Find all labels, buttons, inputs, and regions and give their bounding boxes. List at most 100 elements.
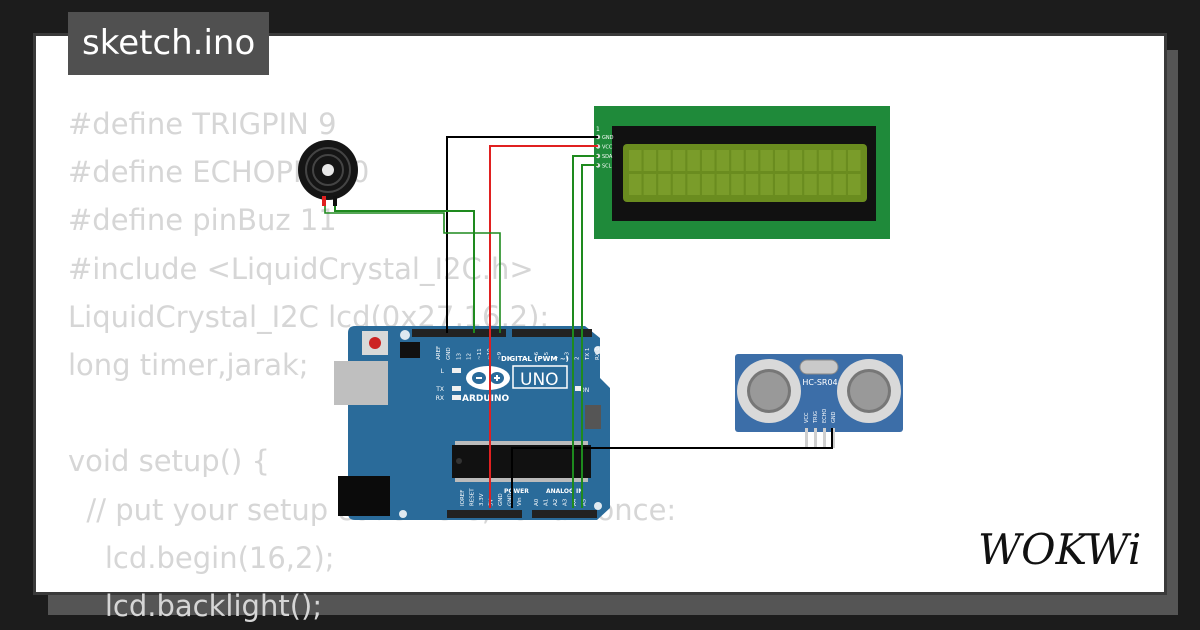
lcd-character-grid [629, 150, 861, 195]
digital-pin-label: 2 [575, 357, 581, 361]
code-line: lcd.begin(16,2); [68, 540, 335, 575]
power-pin-label: RESET [470, 488, 476, 506]
code-line: long timer,jarak; [68, 348, 309, 383]
digital-pin-label: ~6 [534, 351, 540, 360]
lcd-char-cell [672, 174, 686, 195]
buzzer[interactable] [298, 140, 358, 200]
power-pin-label: 3.3V [479, 493, 485, 506]
led-label: TX [435, 386, 444, 393]
sensor-pin-label-trig: TRIG [813, 411, 819, 424]
digital-pin-label: ~9 [497, 351, 503, 360]
sensor-model-label: HC-SR04 [802, 378, 837, 387]
lcd-char-cell [629, 150, 642, 171]
lcd-char-cell [658, 174, 671, 195]
digital-pin-label: 8 [507, 356, 513, 360]
lcd-char-cell [833, 174, 846, 195]
atmega-chip [452, 445, 591, 478]
board-brand-label: ARDUINO [462, 394, 510, 404]
code-line: #include <LiquidCrystal_I2C.h> [68, 251, 534, 286]
digital-header-label: DIGITAL (PWM ~) [501, 355, 569, 363]
lcd-char-cell [745, 174, 759, 195]
sensor-pin-label-echo: ECHO [822, 409, 828, 423]
lcd-char-cell [775, 174, 788, 195]
lcd-char-cell [760, 150, 773, 171]
analog-pin-label: A0 [534, 498, 540, 506]
lcd-char-cell [687, 174, 700, 195]
power-pin-label: GND [498, 493, 504, 506]
lcd-char-cell [716, 174, 730, 195]
lcd-pin-label-scl: SCL [602, 164, 612, 170]
sensor-pin[interactable] [805, 428, 808, 448]
analog-header [532, 510, 597, 518]
digital-pin-label: ~3 [564, 351, 570, 360]
lcd-char-cell [629, 174, 642, 195]
sensor-pin[interactable] [832, 428, 835, 448]
analog-pin-label: A5 [582, 498, 588, 506]
digital-pin-label: 7 [524, 356, 530, 360]
lcd-char-cell [716, 150, 730, 171]
sensor-crystal [799, 359, 839, 375]
analog-pin-label: A3 [563, 498, 569, 506]
power-pin-label: 5V [489, 499, 495, 506]
digital-pin-label: 13 [456, 353, 462, 360]
icsp-header-top [400, 342, 420, 358]
file-name-tab[interactable]: sketch.ino [68, 12, 270, 75]
arduino-logo-icon [466, 366, 510, 390]
led-label: RX [436, 395, 444, 402]
lcd-char-cell [848, 150, 861, 171]
analog-header-label: ANALOG IN [546, 488, 583, 495]
lcd-char-cell [789, 150, 803, 171]
power-pin-label: Vin [517, 497, 523, 506]
code-line: #define pinBuz 11 [68, 203, 337, 238]
lcd-pin1-marker: 1 [596, 126, 600, 133]
analog-pin-label: A2 [553, 499, 559, 506]
lcd-char-cell [702, 174, 715, 195]
wires [324, 136, 833, 508]
lcd-char-cell [818, 174, 832, 195]
wokwi-logo: WOKWi [978, 525, 1141, 574]
digital-pin-label: 12 [467, 353, 473, 360]
on-led-label: ON [580, 387, 589, 394]
digital-pin-label: ~11 [477, 348, 483, 360]
buzzer-pins [322, 196, 337, 206]
lcd-char-cell [760, 174, 773, 195]
sensor-pin[interactable] [823, 428, 826, 448]
lcd-char-cell [687, 150, 700, 171]
digital-pin-label: AREF [436, 346, 442, 360]
sensor-pin[interactable] [814, 428, 817, 448]
lcd-char-cell [745, 150, 759, 171]
lcd-char-cell [702, 150, 715, 171]
power-pin-label: GND [508, 493, 514, 506]
lcd-char-cell [833, 150, 846, 171]
analog-pin-label: A4 [572, 498, 578, 506]
sensor-pin-label-gnd: GND [831, 411, 837, 423]
lcd-char-cell [804, 174, 817, 195]
digital-pin-label: ~5 [544, 351, 550, 360]
digital-pin-label: RX 0 [595, 347, 601, 360]
lcd-pin-label-vcc: VCC [602, 145, 613, 151]
code-line: void setup() { [68, 444, 270, 479]
led-label: L [441, 368, 445, 375]
board-model-label: UNO [520, 370, 559, 390]
lcd-char-cell [731, 174, 744, 195]
wokwi-logo-text: WOKWi [978, 525, 1141, 574]
board-led-labels: L TX RX [435, 368, 444, 402]
digital-pin-label: 4 [554, 356, 560, 360]
code-line: #define TRIGPIN 9 [68, 107, 337, 141]
lcd-pin-label-sda: SDA [602, 154, 613, 160]
digital-header-left [412, 329, 506, 337]
code-line: lcd.backlight(); [68, 589, 323, 624]
lcd-char-cell [731, 150, 744, 171]
power-jack [338, 476, 390, 516]
usb-port [334, 361, 388, 405]
lcd-char-cell [818, 150, 832, 171]
lcd-char-cell [804, 150, 817, 171]
